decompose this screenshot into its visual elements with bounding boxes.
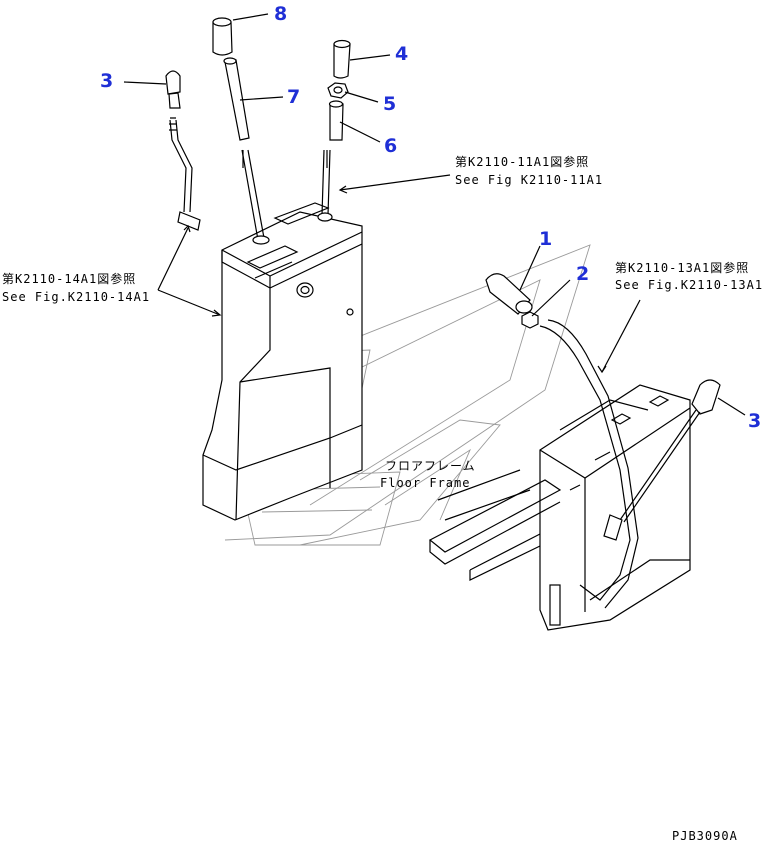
part-8-cap [212,17,233,56]
callout-1: 1 [539,228,552,250]
ref-k2110-13a1-en: See Fig.K2110-13A1 [615,278,763,292]
ref-k2110-14a1-jp: 第K2110-14A1図参照 [2,271,136,286]
floor-frame-label-jp: フロアフレーム [385,459,476,473]
floor-frame [428,273,721,631]
part-7-tube [223,57,250,141]
callout-4: 4 [395,43,408,65]
part-3-knob [165,70,181,109]
ref-k2110-14a1-en: See Fig.K2110-14A1 [2,290,150,304]
part-6-sleeve [328,100,344,141]
callout-labels: 8 4 3 7 5 6 1 2 3 [100,3,761,432]
floor-frame-label-en: Floor Frame [380,476,470,490]
ref-k2110-11a1-en: See Fig K2110-11A1 [455,173,603,187]
control-console [169,117,363,521]
ref-k2110-11a1-jp: 第K2110-11A1図参照 [455,154,589,169]
callout-3-right: 3 [748,410,761,432]
ref-k2110-13a1-jp: 第K2110-13A1図参照 [615,260,749,275]
leader-lines [123,13,746,416]
callout-5: 5 [383,93,396,115]
part-4-cap [333,39,351,79]
callout-7: 7 [287,86,300,108]
drawing-code: PJB3090A [672,829,738,843]
callout-2: 2 [576,263,589,285]
reference-notes: 第K2110-11A1図参照 See Fig K2110-11A1 第K2110… [2,154,763,490]
part-5-nut [327,82,349,99]
callout-8: 8 [274,3,287,25]
callout-3-top: 3 [100,70,113,92]
callout-6: 6 [384,135,397,157]
